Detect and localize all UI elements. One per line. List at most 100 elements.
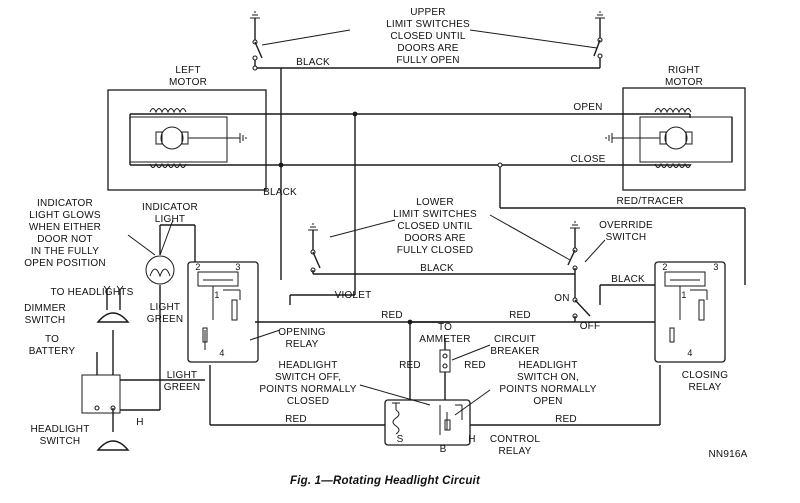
label-red-a: RED bbox=[381, 310, 403, 321]
label-ind-glow-2: LIGHT GLOWS bbox=[29, 210, 101, 221]
label-hl-off-2: SWITCH OFF, bbox=[275, 372, 341, 383]
label-off: OFF bbox=[580, 321, 601, 332]
right-motor-symbol bbox=[605, 108, 693, 168]
label-hl-switch-2: SWITCH bbox=[40, 436, 81, 447]
label-lower-limit-2: LIMIT SWITCHES bbox=[393, 209, 477, 220]
label-breaker-1: CIRCUIT bbox=[494, 334, 536, 345]
label-override-1: OVERRIDE bbox=[599, 220, 653, 231]
indicator-light bbox=[145, 219, 175, 285]
label-light-green-2b: GREEN bbox=[164, 382, 201, 393]
lower-limit-switch-left bbox=[308, 223, 321, 274]
label-closing-relay-2: RELAY bbox=[688, 382, 721, 393]
label-opening-relay-1: OPENING bbox=[278, 327, 326, 338]
label-black-left: BLACK bbox=[263, 187, 297, 198]
label-hl-on-3: POINTS NORMALLY bbox=[499, 384, 596, 395]
circuit-breaker bbox=[439, 344, 491, 373]
label-open: OPEN bbox=[573, 102, 602, 113]
label-hl-off-3: POINTS NORMALLY bbox=[259, 384, 356, 395]
label-light-green-1b: GREEN bbox=[147, 314, 184, 325]
upper-limit-switch-left bbox=[250, 11, 263, 61]
left-motor-symbol bbox=[149, 108, 247, 168]
label-lower-limit-3: CLOSED UNTIL bbox=[397, 221, 472, 232]
label-ind-glow-3: WHEN EITHER bbox=[29, 222, 101, 233]
labels: UPPER LIMIT SWITCHES CLOSED UNTIL DOORS … bbox=[24, 7, 748, 487]
upper-limit-switch-right bbox=[593, 11, 605, 59]
label-dimmer-1: DIMMER bbox=[24, 303, 66, 314]
label-red-tracer: RED/TRACER bbox=[616, 196, 683, 207]
label-hl-on-2: SWITCH ON, bbox=[517, 372, 579, 383]
label-breaker-2: BREAKER bbox=[490, 346, 539, 357]
label-ind-glow-4: DOOR NOT bbox=[37, 234, 93, 245]
wiring bbox=[96, 58, 746, 426]
label-to-battery-1: TO bbox=[45, 334, 59, 345]
figure-caption: Fig. 1—Rotating Headlight Circuit bbox=[290, 475, 481, 487]
label-b-term: B bbox=[440, 444, 447, 455]
label-upper-limit-1: UPPER bbox=[410, 7, 445, 18]
label-or-1: 1 bbox=[214, 290, 219, 300]
label-light-green-2a: LIGHT bbox=[167, 370, 197, 381]
label-black-right: BLACK bbox=[611, 274, 645, 285]
label-black-top: BLACK bbox=[296, 57, 330, 68]
control-relay bbox=[359, 384, 491, 446]
label-closing-relay-1: CLOSING bbox=[682, 370, 728, 381]
label-to-ammeter-1: TO bbox=[438, 322, 452, 333]
label-h-term: H bbox=[468, 434, 475, 445]
right-motor bbox=[605, 87, 746, 191]
label-ind-glow-6: OPEN POSITION bbox=[24, 258, 106, 269]
label-black-mid: BLACK bbox=[420, 263, 454, 274]
label-or-3: 3 bbox=[235, 262, 240, 272]
label-or-2: 2 bbox=[195, 262, 200, 272]
label-right-motor-1: RIGHT bbox=[668, 65, 700, 76]
label-cr-1: 1 bbox=[681, 290, 686, 300]
opening-relay bbox=[187, 261, 281, 363]
label-or-4: 4 bbox=[219, 348, 224, 358]
label-to-battery-2: BATTERY bbox=[29, 346, 76, 357]
label-to-ammeter-2: AMMETER bbox=[419, 334, 470, 345]
label-left-motor-2: MOTOR bbox=[169, 77, 207, 88]
label-lower-limit-1: LOWER bbox=[416, 197, 454, 208]
dimmer-switch bbox=[96, 285, 130, 323]
label-left-motor-1: LEFT bbox=[175, 65, 200, 76]
label-violet: VIOLET bbox=[335, 290, 372, 301]
label-ind-glow-5: IN THE FULLY bbox=[31, 246, 99, 257]
label-light-green-1a: LIGHT bbox=[150, 302, 180, 313]
headlight-switch bbox=[81, 374, 130, 451]
label-hl-off-4: CLOSED bbox=[287, 396, 329, 407]
ref-code: NN916A bbox=[709, 449, 748, 460]
label-ind-light-2: LIGHT bbox=[155, 214, 185, 225]
lower-limit-switch-right bbox=[567, 221, 580, 274]
label-on: ON bbox=[554, 293, 569, 304]
label-lower-limit-5: FULLY CLOSED bbox=[397, 245, 474, 256]
label-upper-limit-2: LIMIT SWITCHES bbox=[386, 19, 470, 30]
closing-relay bbox=[654, 261, 726, 363]
label-cr-4: 4 bbox=[687, 348, 692, 358]
label-h-left: H bbox=[136, 417, 143, 428]
label-red-b: RED bbox=[509, 310, 531, 321]
label-dimmer-2: SWITCH bbox=[25, 315, 66, 326]
label-control-relay-2: RELAY bbox=[498, 446, 531, 457]
label-control-relay-1: CONTROL bbox=[490, 434, 541, 445]
label-hl-off-1: HEADLIGHT bbox=[278, 360, 337, 371]
label-upper-limit-3: CLOSED UNTIL bbox=[390, 31, 465, 42]
left-motor bbox=[107, 89, 267, 191]
label-hl-on-4: OPEN bbox=[533, 396, 562, 407]
label-override-2: SWITCH bbox=[606, 232, 647, 243]
label-to-headlights: TO HEADLIGHTS bbox=[51, 287, 134, 298]
label-ind-light-1: INDICATOR bbox=[142, 202, 198, 213]
junction-dots bbox=[252, 65, 503, 325]
label-upper-limit-4: DOORS ARE bbox=[397, 43, 458, 54]
label-opening-relay-2: RELAY bbox=[285, 339, 318, 350]
override-switch bbox=[572, 239, 606, 322]
label-hl-switch-1: HEADLIGHT bbox=[30, 424, 89, 435]
label-cr-2: 2 bbox=[662, 262, 667, 272]
label-ind-glow-1: INDICATOR bbox=[37, 198, 93, 209]
label-lower-limit-4: DOORS ARE bbox=[404, 233, 465, 244]
label-close: CLOSE bbox=[571, 154, 606, 165]
label-red-e: RED bbox=[285, 414, 307, 425]
label-upper-limit-5: FULLY OPEN bbox=[396, 55, 459, 66]
label-right-motor-2: MOTOR bbox=[665, 77, 703, 88]
label-hl-on-1: HEADLIGHT bbox=[518, 360, 577, 371]
label-cr-3: 3 bbox=[713, 262, 718, 272]
label-red-f: RED bbox=[555, 414, 577, 425]
